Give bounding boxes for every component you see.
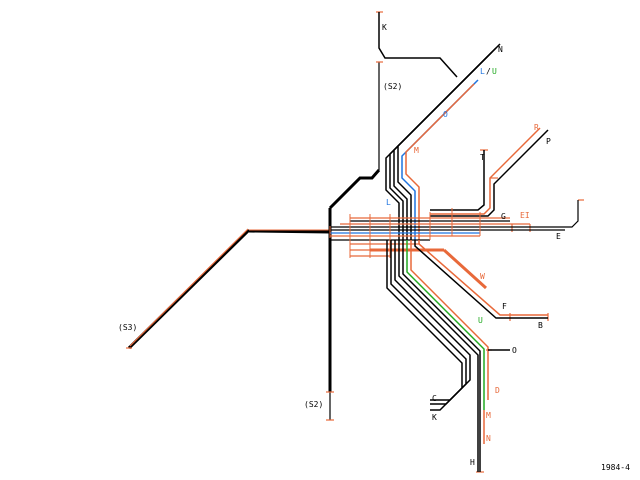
- label-c: C: [432, 394, 437, 403]
- terminus-ticks: [126, 11, 584, 473]
- line-s-trunk: [248, 229, 331, 234]
- line-p-r: [430, 127, 549, 217]
- label-u-top: U: [492, 67, 497, 76]
- line-s2-north: [328, 169, 381, 210]
- label-t: T: [480, 153, 485, 162]
- label-ei: EI: [520, 211, 530, 220]
- southeast-bundle: [398, 240, 510, 472]
- label-p: P: [546, 137, 551, 146]
- label-s3: (S3): [118, 323, 137, 332]
- label-k-top: K: [382, 23, 387, 32]
- label-h: H: [470, 458, 475, 467]
- label-m-top: M: [414, 146, 419, 155]
- southwest-bundle: [386, 240, 471, 411]
- northeast-bundle: [385, 43, 501, 240]
- line-k-north: [378, 12, 458, 78]
- label-n: N: [498, 45, 503, 54]
- line-s3-black: [127, 228, 251, 350]
- label-s2-top: (S2): [383, 82, 402, 91]
- s-bahn-lines: [127, 62, 381, 420]
- label-m-bottom: M: [486, 411, 491, 420]
- label-d: D: [495, 386, 500, 395]
- label-n-bottom: N: [486, 434, 491, 443]
- station-labels: K N L / U (S2) O R P M T L G EI E W F U …: [118, 23, 630, 472]
- label-year: 1984-4: [601, 463, 630, 472]
- label-g: G: [501, 212, 506, 221]
- label-l: L: [480, 67, 485, 76]
- label-o-blue: O: [443, 110, 448, 119]
- line-s3-orange: [129, 228, 249, 347]
- line-t: [430, 150, 485, 211]
- label-s2-bottom: (S2): [304, 400, 323, 409]
- label-f: F: [502, 302, 507, 311]
- line-f-b: [414, 240, 548, 319]
- label-u-mid: U: [478, 316, 483, 325]
- label-k-bottom: K: [432, 413, 437, 422]
- east-west-trunk: [330, 200, 579, 257]
- label-slash: /: [486, 67, 491, 76]
- label-r: R: [534, 123, 539, 132]
- label-l-mid: L: [386, 198, 391, 207]
- label-o-right: O: [512, 346, 517, 355]
- label-w: W: [480, 272, 485, 281]
- label-e: E: [556, 232, 561, 241]
- label-b: B: [538, 321, 543, 330]
